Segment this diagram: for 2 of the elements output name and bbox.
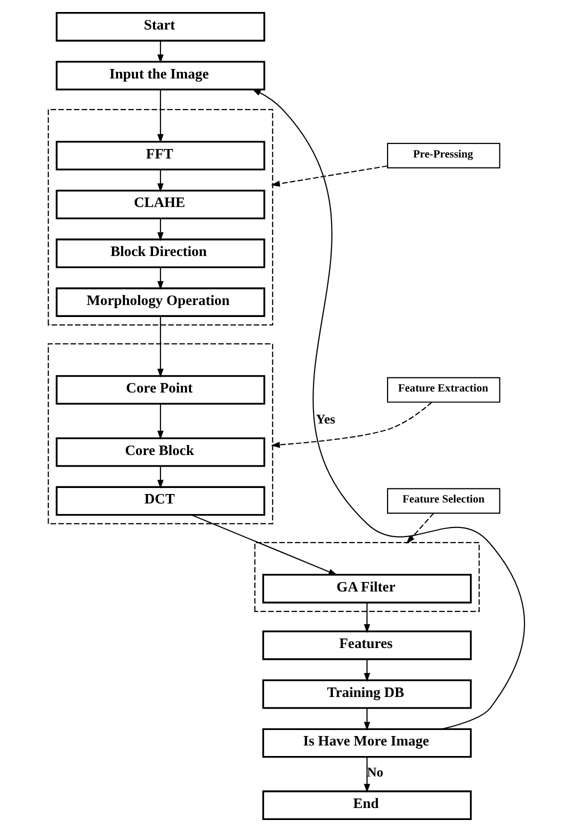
edge-label: Yes — [315, 411, 335, 426]
edge-label: No — [366, 764, 383, 780]
